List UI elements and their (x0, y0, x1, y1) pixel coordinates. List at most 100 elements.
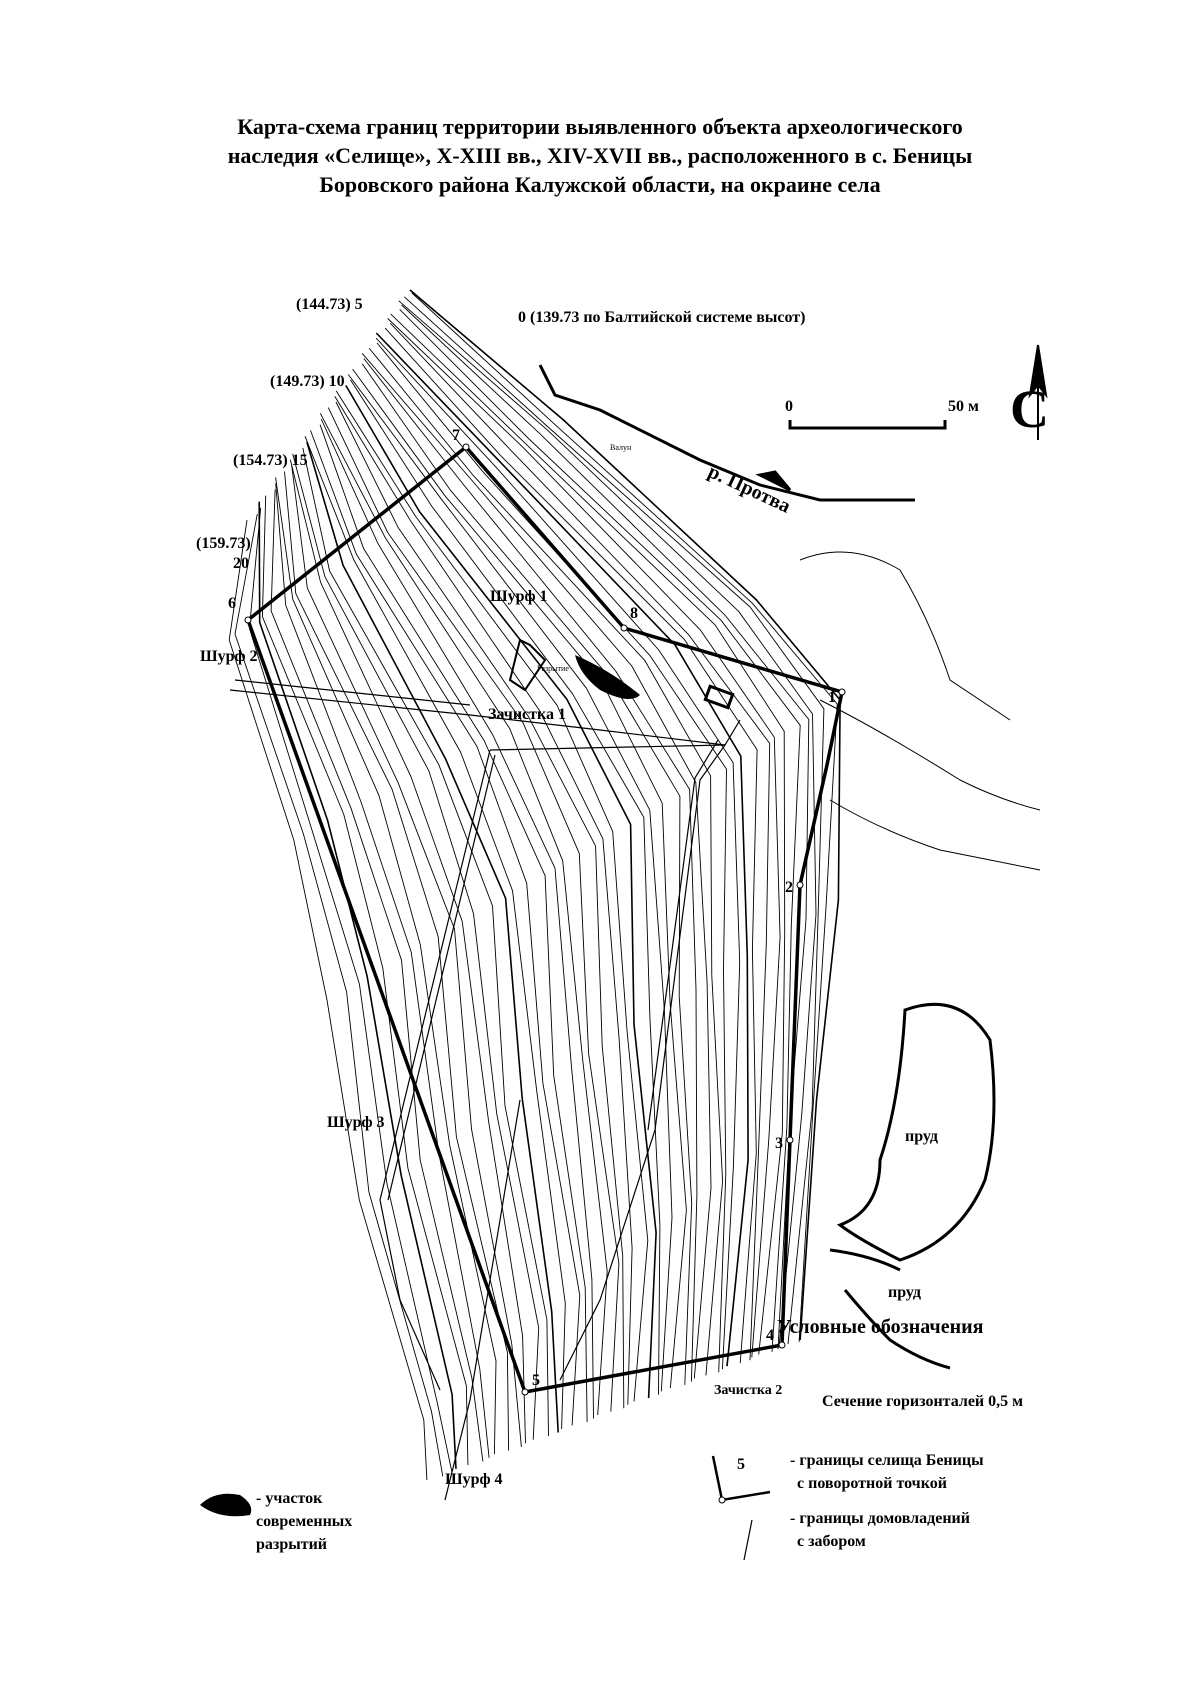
legend-fence-text-2: с забором (797, 1533, 866, 1550)
building (703, 684, 735, 710)
legend-title: Условные обозначения (777, 1316, 984, 1338)
north-label: С (1010, 379, 1049, 439)
contour-lines (228, 289, 841, 1481)
contour-label-20-elev: (159.73) (196, 535, 251, 552)
property-fences (229, 679, 741, 1501)
contour-line (375, 337, 741, 1370)
east-bank-line (799, 551, 1041, 871)
turning-point-marker (521, 1388, 529, 1396)
contour-line (347, 374, 673, 1392)
contour-line (376, 342, 727, 1373)
contour-line (306, 441, 559, 1433)
legend-dig-text-1: - участок (256, 1490, 323, 1507)
river-flow-arrow (755, 470, 792, 492)
contour-line (275, 477, 497, 1455)
modern-dig-area (575, 655, 640, 699)
legend-turning-point (718, 1496, 726, 1504)
turning-point-label: 8 (630, 605, 638, 622)
scale-bar (788, 420, 947, 430)
pond-1 (836, 1002, 996, 1262)
contour-line (363, 358, 698, 1382)
contour-line (403, 296, 825, 1345)
legend-dig-text-3: разрытий (256, 1536, 328, 1553)
legend-sample-point: 5 (737, 1456, 745, 1473)
contour-line (284, 471, 510, 1451)
contour-line (228, 519, 428, 1481)
contour-line (327, 407, 620, 1412)
contour-line (319, 424, 588, 1423)
pit-outline (508, 638, 547, 692)
boulder-label: Валун (610, 443, 632, 452)
scale-end: 50 м (948, 398, 979, 415)
turning-point-marker (778, 1341, 786, 1349)
contour-label-5: (144.73) 5 (296, 296, 363, 313)
legend-dig-sample (200, 1493, 252, 1517)
north-arrow-icon (1028, 344, 1048, 440)
contour-line (361, 363, 693, 1385)
contour-label-0: 0 (139.73 по Балтийской системе высот) (518, 309, 806, 326)
dig-label: Разрытие (537, 664, 569, 673)
contour-line (270, 489, 484, 1462)
contour-line (258, 501, 457, 1469)
contour-line (289, 459, 526, 1444)
title-line-2: наследия «Селище», X-XIII вв., XIV-XVII … (227, 143, 973, 168)
contour-line (387, 318, 781, 1358)
contour-line (350, 379, 661, 1395)
pit-4-label: Шурф 4 (445, 1471, 503, 1488)
turning-point-label: 6 (228, 595, 236, 612)
contour-line (399, 309, 801, 1352)
pond-1-label: пруд (905, 1128, 938, 1145)
turning-point-label: 7 (452, 427, 460, 444)
contour-line (411, 292, 838, 1342)
turning-point-marker (796, 881, 804, 889)
pond-2 (829, 1248, 951, 1370)
river-bank (538, 364, 915, 502)
contour-line (361, 353, 712, 1379)
turning-point-marker (620, 624, 628, 632)
pit-1-label: Шурф 1 (490, 588, 548, 605)
contour-line (384, 327, 758, 1364)
contour-line (335, 390, 649, 1402)
turning-point-label: 2 (785, 879, 793, 896)
contour-line (334, 396, 633, 1405)
site-boundary (245, 444, 845, 1394)
contour-line (291, 465, 522, 1447)
contour-line (345, 384, 657, 1399)
contour-line (304, 436, 566, 1430)
contour-interval: Сечение горизонталей 0,5 м (822, 1393, 1024, 1410)
scale-start: 0 (785, 398, 793, 415)
legend-fence-text-1: - границы домовладений (790, 1510, 970, 1527)
title-line-1: Карта-схема границ территории выявленног… (237, 114, 963, 139)
pit-3-label: Шурф 3 (327, 1114, 385, 1131)
map-title: Карта-схема границ территории выявленног… (100, 112, 1100, 199)
legend-fence-sample (743, 1519, 753, 1561)
legend-dig-text-2: современных (256, 1513, 353, 1530)
clearing-2-label: Зачистка 2 (714, 1383, 783, 1398)
contour-label-20: 20 (233, 555, 249, 572)
turning-point-label: 3 (775, 1135, 783, 1152)
contour-line (368, 347, 724, 1376)
contour-line (302, 447, 549, 1437)
contour-line (248, 507, 453, 1473)
contour-line (390, 313, 786, 1355)
turning-point-marker (462, 443, 470, 451)
turning-point-marker (786, 1136, 794, 1144)
pit-2-label: Шурф 2 (200, 648, 258, 665)
turning-point-marker (244, 616, 252, 624)
clearing-1-label: Зачистка 1 (488, 706, 566, 723)
contour-line (319, 413, 608, 1416)
contour-line (375, 332, 749, 1367)
legend-boundary-text-1: - границы селища Беницы (790, 1452, 984, 1469)
contour-line (389, 322, 771, 1361)
turning-point-marker (838, 688, 846, 696)
title-line-3: Боровского района Калужской области, на … (319, 172, 881, 197)
contour-line (335, 401, 625, 1409)
contour-line (261, 495, 469, 1466)
contour-line (234, 513, 444, 1477)
contour-line (275, 483, 490, 1458)
contour-line (320, 418, 594, 1419)
pond-2-label: пруд (888, 1284, 921, 1301)
contour-line (310, 430, 581, 1426)
